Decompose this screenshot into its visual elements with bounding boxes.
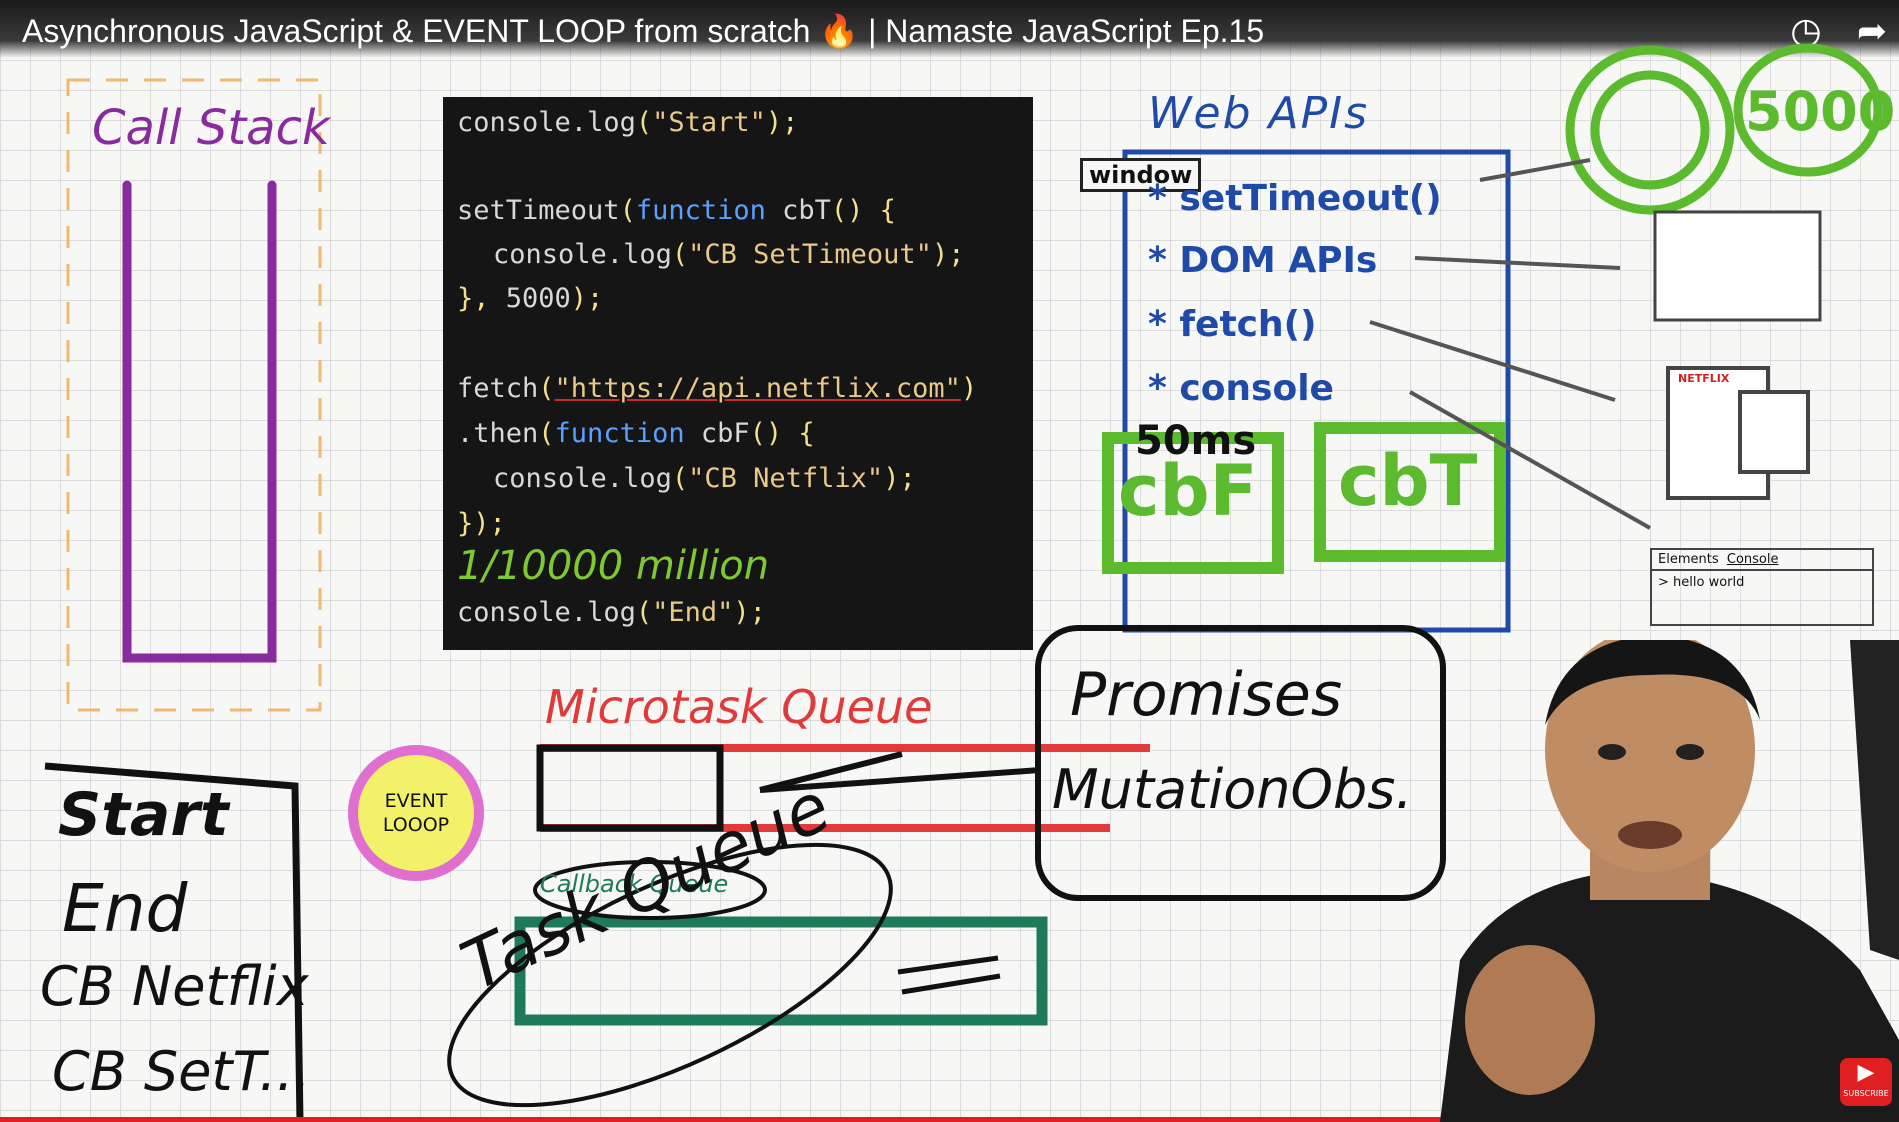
code-line-7: console.log("CB Netflix");: [493, 463, 916, 494]
callback-queue-title: Callback Queue: [540, 870, 729, 898]
video-title-bar: [0, 0, 1899, 58]
event-loop-line-1: EVENT: [384, 790, 448, 812]
api-dom: * DOM APIs: [1148, 240, 1378, 281]
dom-document-sketch: [1653, 210, 1822, 322]
code-line-1: console.log("Start");: [457, 107, 799, 138]
presenter-figure: [1440, 640, 1899, 1122]
timer-scribble: [1565, 45, 1735, 215]
output-cb-settimeout: CB SetT...: [52, 1040, 311, 1103]
window-label: window: [1080, 158, 1202, 192]
video-title[interactable]: Asynchronous JavaScript & EVENT LOOP fro…: [22, 13, 1265, 49]
code-panel: console.log("Start"); setTimeout(functio…: [443, 97, 1033, 650]
microtask-queue-title: Microtask Queue: [545, 680, 933, 734]
cbF-box: [1102, 432, 1284, 574]
code-line-4: }, 5000);: [457, 283, 604, 314]
event-loop-line-2: LOOOP: [382, 814, 450, 836]
subscribe-button[interactable]: ▶ SUBSCRIBE: [1840, 1058, 1892, 1106]
devtools-tab-elements: Elements: [1658, 552, 1719, 567]
cbF-label: cbF: [1118, 450, 1258, 532]
code-line-5: fetch("https://api.netflix.com"): [457, 373, 978, 404]
event-loop-badge: EVENT LOOOP: [348, 745, 484, 881]
promises-box: [1035, 625, 1446, 901]
output-cb-netflix: CB Netflix: [40, 955, 309, 1018]
code-line-3: console.log("CB SetTimeout");: [493, 239, 965, 270]
code-line-9: console.log("End");: [457, 597, 766, 628]
output-start: Start: [58, 780, 229, 850]
million-note: 1/10000 million: [457, 543, 770, 589]
mutation-observer-note: MutationObs.: [1052, 758, 1413, 821]
web-apis-title: Web APIs: [1148, 88, 1370, 139]
callback-queue-box: [514, 916, 1048, 1026]
output-end: End: [62, 870, 188, 947]
api-fetch: * fetch(): [1148, 304, 1317, 345]
code-line-6: .then(function cbF() {: [457, 418, 815, 449]
cbT-label: cbT: [1338, 440, 1478, 522]
promises-note: Promises: [1070, 660, 1343, 730]
subscribe-label: SUBSCRIBE: [1843, 1089, 1889, 1098]
devtools-tab-console: Console: [1726, 552, 1779, 567]
devtools-console-sketch: Elements Console > hello world: [1650, 548, 1874, 626]
youtube-play-icon: ▶: [1857, 1060, 1875, 1085]
soms-note: 50ms: [1135, 418, 1257, 464]
code-line-2: setTimeout(function cbT() {: [457, 195, 896, 226]
code-line-8: });: [457, 508, 506, 539]
api-settimeout: * setTimeout(): [1148, 178, 1442, 219]
call-stack-container: [122, 180, 277, 663]
share-arrow-icon[interactable]: ➦: [1856, 11, 1888, 52]
call-stack-title: Call Stack: [92, 100, 330, 156]
cbT-box: [1314, 422, 1506, 562]
api-console: * console: [1148, 368, 1334, 409]
microtask-queue-box: [536, 744, 724, 832]
devtools-output-line: > hello world: [1658, 575, 1745, 590]
timer-5000-note: 5000: [1745, 80, 1896, 143]
call-stack-dashed-border: [66, 78, 322, 712]
netflix-label: NETFLIX: [1678, 372, 1730, 385]
